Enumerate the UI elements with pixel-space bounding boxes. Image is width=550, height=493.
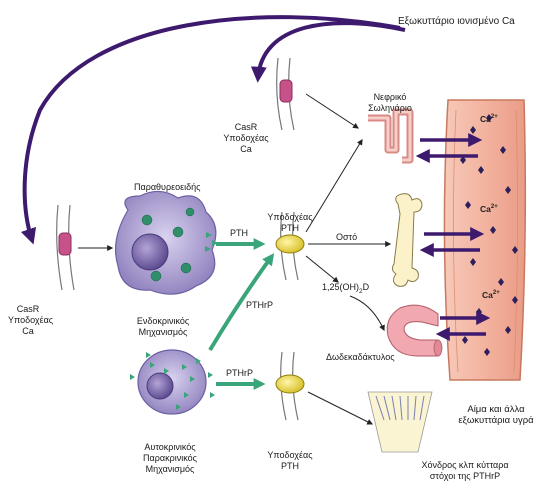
exchange-arrows	[415, 133, 491, 341]
pthrp-bottom-label: PTHrP	[226, 368, 253, 378]
arrow-pth-to-kidney	[305, 138, 363, 233]
parathyroid-label: Παραθυρεοειδής	[134, 182, 201, 192]
calcium-ion-label-2: Ca2+	[480, 204, 498, 214]
calcium-ion-label-3: Ca2+	[482, 290, 500, 300]
feedback-arrow-to-top-casr	[250, 21, 406, 83]
calcium-ion-label-1: Ca2+	[480, 114, 498, 124]
parathyroid-cell	[115, 190, 218, 295]
pth-receptor-top	[275, 211, 305, 281]
pth-receptor-bottom	[275, 351, 305, 421]
duodenum-label: Δωδεκαδάκτυλος	[326, 352, 395, 362]
pth-pthrp-calcium-diagram	[20, 15, 527, 453]
kidney-tubule	[368, 108, 414, 164]
pthrp-arrow-diagonal	[208, 253, 275, 352]
arrow-pth-to-vitd	[305, 255, 339, 283]
title-label: Εξωκυττάριο ιονισμένο Ca	[398, 16, 515, 27]
casr-receptor-left	[56, 204, 75, 291]
bone	[391, 193, 423, 287]
autocrine-cell	[130, 349, 215, 415]
arrow-pth-to-cartilage	[307, 391, 374, 425]
arrow-top-casr-to-kidney	[305, 93, 360, 129]
calcium-particles	[460, 114, 518, 356]
arrow-vitd-to-duodenum	[349, 295, 385, 332]
casr-receptor-top	[276, 57, 295, 131]
cartilage	[367, 391, 433, 453]
blood-vessel	[443, 99, 527, 381]
pth-label: PTH	[230, 228, 248, 238]
duodenum	[386, 304, 443, 357]
feedback-arrow-to-left-casr	[20, 15, 401, 245]
bone-label: Οστό	[336, 232, 358, 242]
vitd-label: 1,25(OH)2D	[322, 282, 370, 295]
pthrp-diagonal-label: PTHrP	[246, 300, 273, 310]
